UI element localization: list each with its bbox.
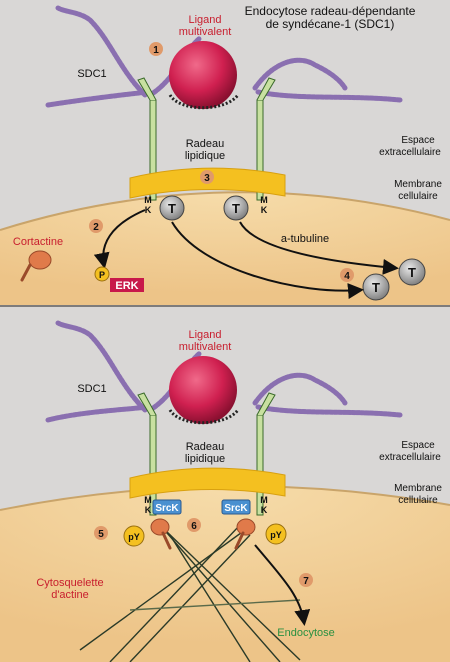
bottom-k-right: K [261, 505, 268, 515]
bottom-ligand-label-2: multivalent [179, 341, 232, 353]
top-heparan-chains [45, 5, 403, 108]
bottom-cortactin-right [234, 518, 256, 550]
top-tubulin-label: a-tubuline [281, 233, 329, 245]
top-extracellular-label-1: Espace [401, 135, 435, 146]
top-phospho-label: P [99, 270, 105, 280]
bottom-py-left-label: pY [128, 532, 140, 542]
bottom-py-right [265, 523, 287, 545]
step-badge-1 [149, 42, 163, 56]
bottom-extracellular-label-1: Espace [401, 440, 435, 451]
step-number-1: 1 [153, 45, 159, 56]
bottom-panel [0, 320, 450, 662]
bottom-actin-filaments [79, 524, 301, 662]
step-number-3: 3 [204, 173, 210, 184]
top-phospho-badge [94, 266, 110, 282]
top-tubulin-moved-2-label: T [408, 265, 416, 280]
top-ligand-binding-chain [168, 93, 240, 110]
top-tubulin-moved-1-label: T [372, 280, 380, 295]
bottom-m-right: M [260, 495, 268, 505]
step-badge-3 [200, 170, 214, 184]
bottom-raft-label-2: lipidique [185, 453, 225, 465]
labels: Endocytose radeau-dépendante de syndécan… [13, 4, 442, 639]
bottom-lipid-raft [129, 467, 286, 499]
bottom-m-left: M [144, 495, 152, 505]
top-sdc1-stems [137, 77, 276, 201]
bottom-membrane-label-2: cellulaire [398, 495, 438, 506]
top-tubulin-moved-2 [398, 258, 426, 286]
top-arrow-erk [93, 209, 146, 269]
top-arrow-tubulin-1 [171, 221, 364, 299]
step-number-2: 2 [93, 222, 99, 233]
step-number-5: 5 [98, 529, 104, 540]
top-tubulin-left-label: T [168, 201, 176, 216]
top-raft-label-1: Radeau [186, 138, 225, 150]
top-tubulin-right-label: T [232, 201, 240, 216]
bottom-membrane-label-1: Membrane [394, 483, 442, 494]
top-k-left: K [145, 205, 152, 215]
top-m-left: M [144, 195, 152, 205]
top-m-right: M [260, 195, 268, 205]
bottom-cytoskeleton-label-2: d'actine [51, 589, 89, 601]
step-badges [89, 42, 354, 587]
top-ligand-label-1: Ligand [188, 14, 221, 26]
title-line-1: Endocytose radeau-dépendante [245, 4, 416, 18]
top-k-right: K [261, 205, 268, 215]
top-ligand-label-2: multivalent [179, 26, 232, 38]
bottom-py-left [123, 525, 145, 547]
top-extracellular-label-2: extracellulaire [379, 147, 441, 158]
step-badge-5 [94, 526, 108, 540]
bottom-raft-label-1: Radeau [186, 441, 225, 453]
top-cortactin-label: Cortactine [13, 236, 63, 248]
bottom-srck-right [221, 499, 251, 515]
bottom-srck-left [152, 499, 182, 515]
top-membrane-line [0, 191, 450, 231]
top-cortactin-icon [20, 250, 52, 282]
top-erk-label: ERK [115, 280, 138, 292]
top-membrane-label-2: cellulaire [398, 191, 438, 202]
step-number-7: 7 [303, 576, 309, 587]
top-tubulin-left [159, 195, 185, 221]
bottom-sdc1-stems [137, 392, 276, 516]
bottom-py-right-label: pY [270, 530, 282, 540]
bottom-srck-left-label: SrcK [155, 503, 179, 514]
top-panel [0, 5, 450, 305]
title-line-2: de syndécane-1 (SDC1) [266, 17, 395, 31]
top-arrow-tubulin-2 [239, 221, 399, 275]
top-raft-label-2: lipidique [185, 150, 225, 162]
top-cytoplasm [0, 192, 450, 305]
step-badge-7 [299, 573, 313, 587]
bottom-k-left: K [145, 505, 152, 515]
top-erk-box [110, 278, 144, 292]
top-membrane-label-1: Membrane [394, 179, 442, 190]
bottom-cortactin-left [150, 518, 172, 550]
step-badge-4 [340, 268, 354, 282]
bottom-arrow-endocytosis [254, 544, 311, 626]
bottom-endocytosis-label: Endocytose [277, 627, 334, 639]
bottom-srck-right-label: SrcK [224, 503, 248, 514]
top-tubulin-right [223, 195, 249, 221]
top-ligand [169, 41, 237, 109]
step-number-4: 4 [344, 271, 350, 282]
top-sdc1-label: SDC1 [77, 68, 106, 80]
bottom-sdc1-label: SDC1 [77, 383, 106, 395]
bottom-cytoplasm [0, 486, 450, 662]
bottom-extracellular-label-2: extracellulaire [379, 452, 441, 463]
step-badge-2 [89, 219, 103, 233]
bottom-cytoskeleton-label-1: Cytosquelette [36, 577, 103, 589]
bottom-ligand-binding-chain [168, 408, 240, 425]
step-number-6: 6 [191, 521, 197, 532]
bottom-ligand-label-1: Ligand [188, 329, 221, 341]
step-badge-6 [187, 518, 201, 532]
bottom-ligand [169, 356, 237, 424]
